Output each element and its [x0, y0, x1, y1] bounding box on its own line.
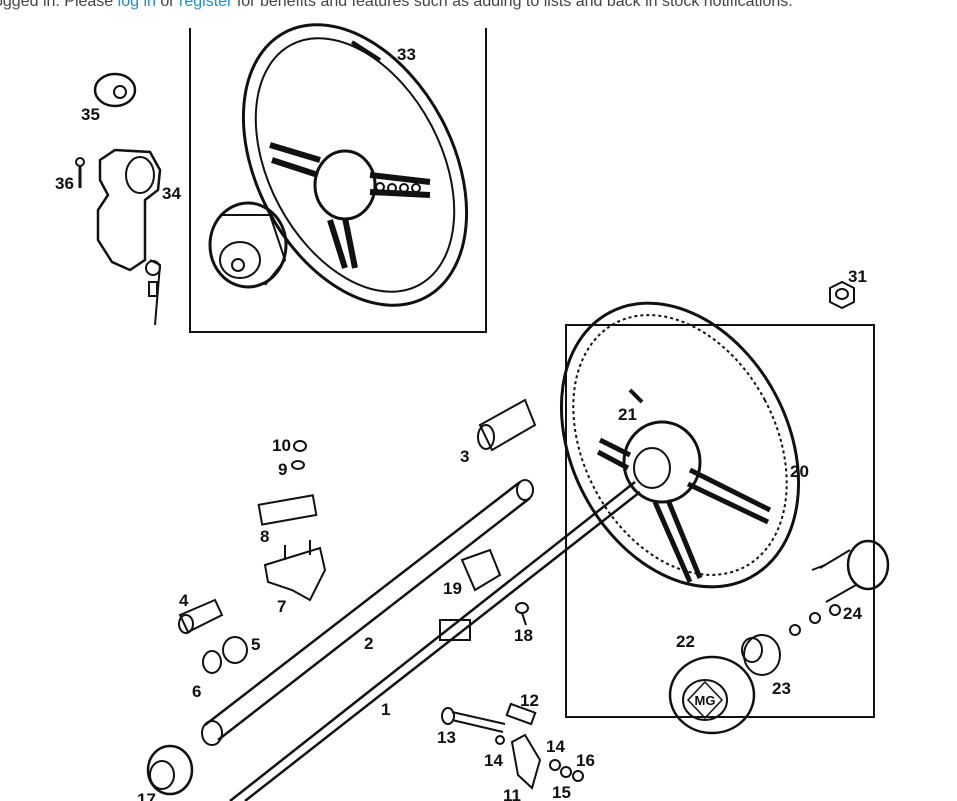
- horn-push: [668, 655, 756, 735]
- washer-9: [291, 460, 305, 470]
- callout-6: 6: [192, 682, 201, 701]
- notice-middle: or: [155, 0, 180, 10]
- column-bush-upper: [477, 398, 537, 452]
- callout-7: 7: [277, 597, 286, 616]
- callout-11: 11: [503, 786, 521, 801]
- clamp-plate: [257, 494, 318, 526]
- hub-emblem: MG: [695, 693, 716, 708]
- indicator-switch: [789, 539, 890, 636]
- callout-35: 35: [81, 105, 100, 124]
- callout-34: 34: [162, 184, 181, 203]
- register-link[interactable]: register: [179, 0, 233, 10]
- notice-suffix: for benefits and features such as adding…: [232, 0, 793, 10]
- washer-14b: [549, 759, 561, 771]
- pinch-bolt: [441, 707, 506, 733]
- callout-36: 36: [55, 174, 74, 193]
- column-mount: [460, 548, 502, 592]
- grommet-17: [146, 744, 194, 796]
- callout-3: 3: [460, 447, 469, 466]
- login-notice: ogged in. Please log in or register for …: [0, 0, 793, 11]
- inset-box-upper: [189, 28, 487, 333]
- shear-bolt: [75, 157, 85, 188]
- callout-17: 17: [137, 790, 156, 801]
- washer-14a: [495, 735, 505, 745]
- callout-4: 4: [179, 591, 189, 610]
- washer-15: [560, 766, 572, 778]
- bush-6: [202, 650, 222, 674]
- bush-5: [222, 636, 248, 664]
- callout-14a: 14: [484, 751, 503, 770]
- callout-8: 8: [260, 527, 269, 546]
- spring-pin: [628, 388, 644, 404]
- outer-column: [201, 479, 534, 746]
- standard-steering-wheel: [559, 301, 801, 589]
- callout-9: 9: [278, 460, 287, 479]
- wheel-boss: [208, 201, 288, 289]
- login-link[interactable]: log in: [117, 0, 156, 10]
- callout-22: 22: [676, 632, 695, 651]
- column-clamp: [263, 540, 327, 602]
- callout-2: 2: [364, 634, 373, 653]
- inset-box-lower: [565, 324, 875, 718]
- lock-barrel: [93, 72, 137, 108]
- callout-13: 13: [437, 728, 456, 747]
- notice-prefix: ogged in. Please: [0, 0, 118, 10]
- steering-lock: [96, 148, 162, 326]
- nut-16: [572, 770, 584, 782]
- callout-33: 33: [397, 45, 416, 64]
- callout-12: 12: [520, 691, 539, 710]
- callout-23: 23: [772, 679, 791, 698]
- callout-15: 15: [552, 783, 571, 801]
- clamp-11: [510, 733, 542, 790]
- callout-21: 21: [618, 405, 637, 424]
- callout-31: 31: [848, 267, 867, 286]
- callout-1: 1: [381, 700, 390, 719]
- callout-14b: 14: [546, 737, 565, 756]
- callout-5: 5: [251, 635, 260, 654]
- callout-24: 24: [843, 604, 862, 623]
- screw-18: [515, 602, 529, 626]
- nut-10: [293, 440, 307, 452]
- callout-18: 18: [514, 626, 533, 645]
- steering-nut: [829, 280, 855, 310]
- spacer-12: [505, 702, 537, 726]
- callout-10: 10: [272, 436, 291, 455]
- sport-steering-wheel: [241, 23, 469, 307]
- callout-16: 16: [576, 751, 595, 770]
- horn-contact: [741, 634, 781, 676]
- callout-20: 20: [790, 462, 809, 481]
- callout-19: 19: [443, 579, 462, 598]
- bush-4: [178, 598, 224, 634]
- inner-column: [229, 481, 641, 801]
